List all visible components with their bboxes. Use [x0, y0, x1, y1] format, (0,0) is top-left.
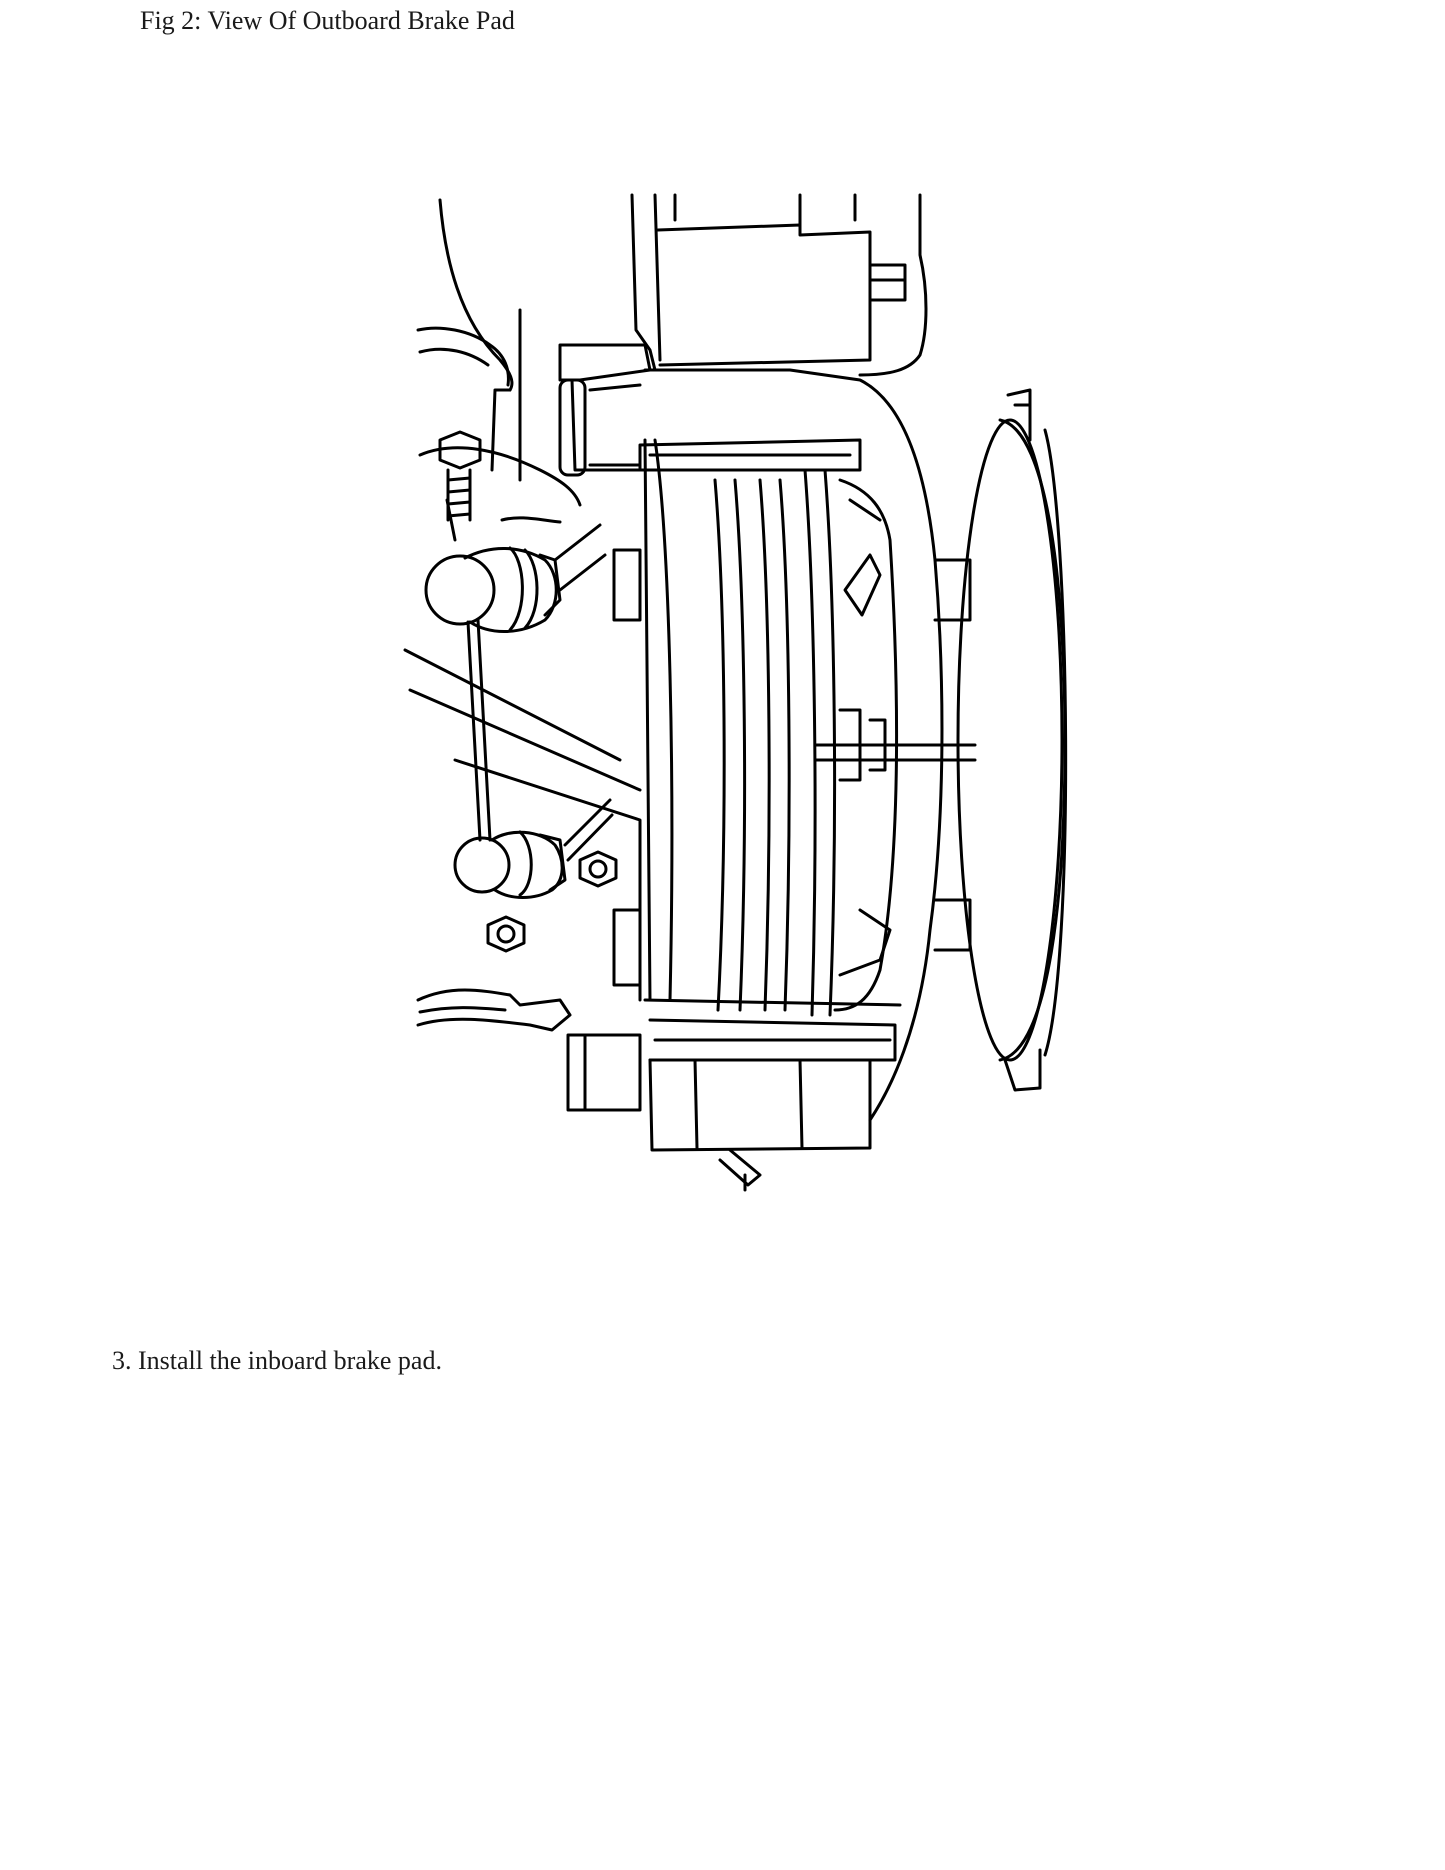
stabilizer-link — [426, 432, 612, 898]
outboard-brake-pad — [715, 470, 835, 1015]
brake-rotor — [935, 390, 1066, 1090]
steering-knuckle — [405, 200, 640, 1030]
upper-guide-pin — [560, 345, 650, 475]
figure-caption: Fig 2: View Of Outboard Brake Pad — [140, 6, 515, 35]
caliper-housing — [568, 370, 942, 1190]
brake-caliper-illustration — [395, 190, 1095, 1195]
hex-nuts — [488, 518, 640, 985]
step-instruction: 3. Install the inboard brake pad. — [112, 1346, 442, 1375]
strut-body — [632, 195, 926, 375]
caliper-piston-housing — [815, 480, 975, 1010]
